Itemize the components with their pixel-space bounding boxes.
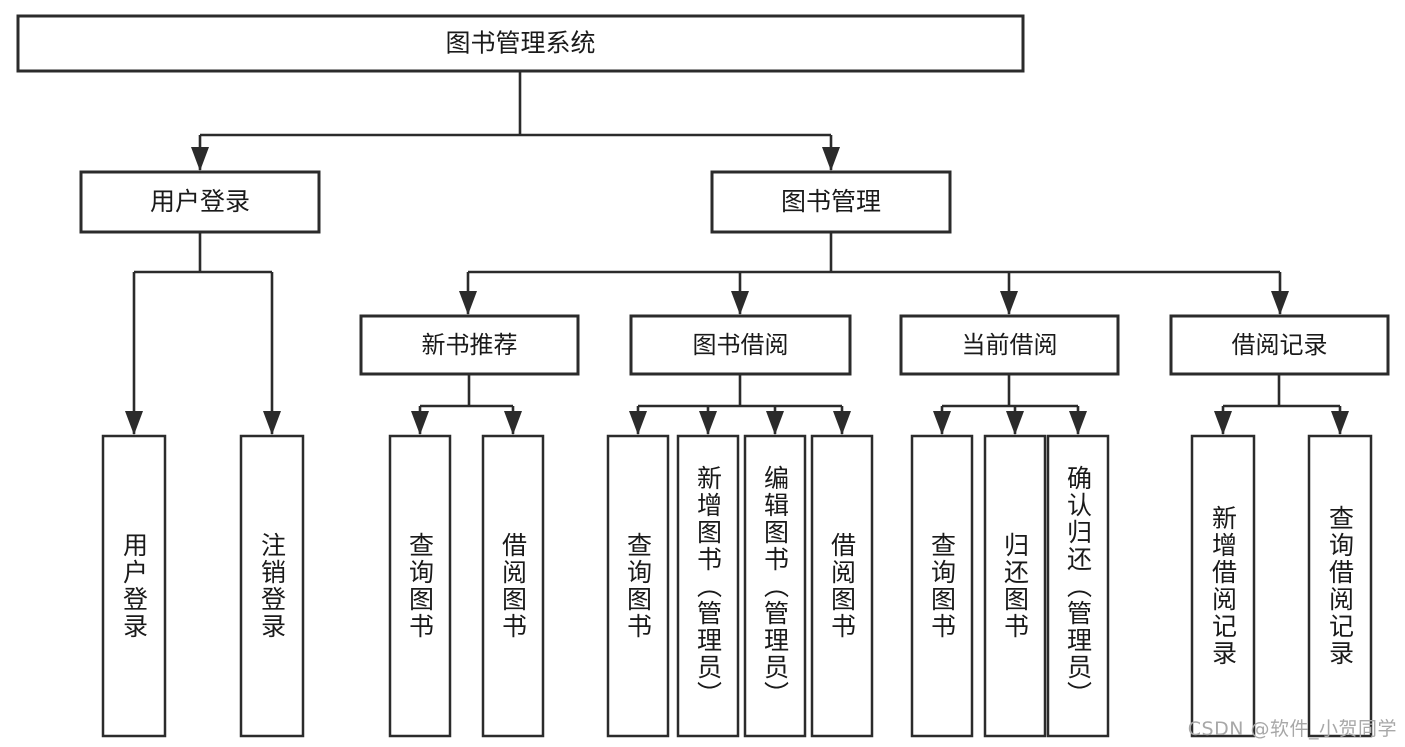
arrow-down-icon [191,147,209,171]
level2-node-label: 用户登录 [150,187,250,216]
arrow-down-icon [411,411,429,435]
arrow-down-icon [1069,411,1087,435]
level2-node-label: 图书管理 [781,187,881,216]
watermark-text: CSDN @软件_小贺同学 [1187,718,1397,740]
level3-node-label: 当前借阅 [962,331,1058,359]
level3-node-label: 图书借阅 [693,331,789,359]
arrow-down-icon [263,411,281,435]
root-node-box [16,14,1025,73]
arrow-down-icon [1000,291,1018,315]
leaf-node-box [810,434,874,738]
arrow-down-icon [1271,291,1289,315]
arrow-down-icon [125,411,143,435]
arrow-down-icon [1006,411,1024,435]
node-boxes [16,14,1390,738]
level2-node-box [79,170,321,234]
arrow-down-icon [822,147,840,171]
level2-node-box [710,170,952,234]
root-node-label: 图书管理系统 [445,29,595,58]
leaf-node-box [606,434,670,738]
leaf-node-box [743,434,807,738]
leaf-node-box [481,434,545,738]
arrow-down-icon [459,291,477,315]
arrow-down-icon [766,411,784,435]
level3-node-box [629,314,852,376]
leaf-node-box [983,434,1047,738]
arrow-down-icon [629,411,647,435]
arrow-down-icon [504,411,522,435]
connector-lines [125,71,1349,435]
leaf-node-box [1190,434,1256,738]
leaf-node-box [676,434,740,738]
arrow-down-icon [833,411,851,435]
leaf-node-box [1307,434,1373,738]
level3-node-label: 新书推荐 [422,331,518,359]
arrow-down-icon [933,411,951,435]
leaf-node-box [101,434,167,738]
arrow-down-icon [1214,411,1232,435]
leaf-node-box [388,434,452,738]
arrow-down-icon [699,411,717,435]
leaf-node-box [1046,434,1110,738]
leaf-node-box [239,434,305,738]
leaf-node-box [910,434,974,738]
arrow-down-icon [731,291,749,315]
level3-node-label: 借阅记录 [1232,331,1328,359]
level3-node-box [899,314,1120,376]
level3-node-box [359,314,580,376]
level3-node-box [1169,314,1390,376]
arrow-down-icon [1331,411,1349,435]
